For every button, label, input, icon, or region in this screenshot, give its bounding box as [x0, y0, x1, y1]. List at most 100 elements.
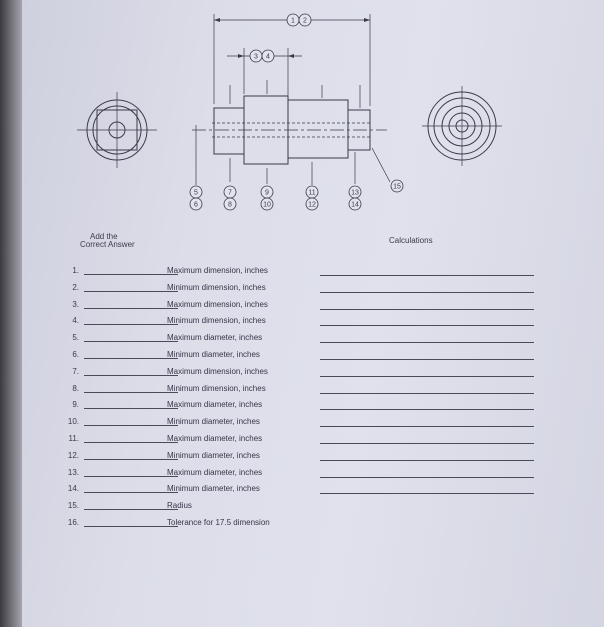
- question-label: Maximum dimension, inches: [167, 266, 268, 275]
- question-row: 9. Maximum diameter, inches: [22, 399, 604, 416]
- calculations-header: Calculations: [389, 236, 433, 245]
- answer-column-header-line1: Add the: [90, 232, 118, 241]
- calculation-blank[interactable]: [320, 493, 534, 495]
- question-number: 3.: [72, 299, 79, 309]
- shaft-front-view: [192, 14, 391, 185]
- question-label: Maximum diameter, inches: [167, 400, 263, 410]
- callout-balloon: 3: [249, 49, 263, 63]
- callout-number: 9: [265, 190, 269, 197]
- callout-number: 8: [228, 202, 232, 209]
- callout-number: 15: [393, 184, 401, 191]
- callout-number: 4: [266, 54, 270, 61]
- answer-blank[interactable]: [84, 324, 178, 326]
- answer-blank[interactable]: [84, 358, 178, 359]
- calculation-blank[interactable]: [320, 291, 534, 293]
- answer-blank[interactable]: [84, 442, 178, 443]
- question-row: 2. Minimum dimension, inches: [22, 282, 604, 299]
- answer-blank[interactable]: [84, 492, 178, 494]
- question-row: 11.Maximum diameter, inches: [22, 433, 604, 450]
- question-number: 7.: [72, 366, 79, 376]
- answer-blank[interactable]: [84, 509, 178, 511]
- question-label: Minimum diameter, inches: [167, 417, 260, 427]
- answer-blank[interactable]: [84, 526, 178, 527]
- answer-blank[interactable]: [84, 274, 178, 275]
- callout-number: 7: [228, 190, 232, 197]
- question-number: 4.: [72, 316, 79, 326]
- question-label: Maximum diameter, inches: [167, 467, 263, 477]
- calculation-blank[interactable]: [320, 359, 534, 360]
- calculation-blank[interactable]: [320, 426, 534, 428]
- calculation-blank[interactable]: [320, 342, 534, 344]
- question-label: Minimum diameter, inches: [167, 450, 260, 460]
- answer-blank[interactable]: [84, 290, 178, 292]
- question-row: 12.Minimum diameter, inches: [22, 450, 604, 467]
- callout-balloon: 5: [189, 185, 203, 199]
- calculation-blank[interactable]: [320, 459, 534, 461]
- question-row: 5. Maximum diameter, inches: [22, 332, 604, 349]
- question-label: Maximum dimension, inches: [167, 366, 268, 376]
- answer-blank[interactable]: [84, 307, 178, 309]
- question-row: 14.Minimum diameter, inches: [22, 483, 604, 500]
- question-row: 16.Tolerance for 17.5 dimension: [22, 517, 604, 534]
- left-end-view: [77, 92, 157, 168]
- callout-balloon: 2: [298, 13, 312, 27]
- question-label: Minimum diameter, inches: [167, 350, 260, 359]
- callout-balloon: 6: [189, 197, 203, 211]
- question-row: 1. Maximum dimension, inches: [22, 265, 604, 282]
- calculation-blank[interactable]: [320, 325, 534, 327]
- question-label: Tolerance for 17.5 dimension: [167, 518, 270, 527]
- callout-balloon: 10: [260, 197, 274, 211]
- question-number: 1.: [72, 266, 79, 275]
- question-row: 8. Minimum dimension, inches: [22, 383, 604, 400]
- question-row: 6. Minimum diameter, inches: [22, 349, 604, 366]
- calculation-blank[interactable]: [320, 375, 534, 377]
- answer-blank[interactable]: [84, 475, 178, 477]
- calculation-blank[interactable]: [320, 443, 534, 444]
- callout-number: 1: [291, 18, 295, 25]
- question-label: Radius: [167, 501, 192, 511]
- question-number: 15.: [67, 501, 79, 511]
- question-row: 10. Minimum diameter, inches: [22, 416, 604, 433]
- callout-number: 13: [351, 190, 359, 197]
- callout-number: 12: [308, 202, 316, 209]
- question-row: 13.Maximum diameter, inches: [22, 467, 604, 484]
- question-number: 6.: [72, 350, 79, 359]
- callout-number: 5: [194, 190, 198, 197]
- question-label: Minimum dimension, inches: [167, 316, 266, 326]
- callout-number: 2: [303, 18, 307, 25]
- callout-balloon: 9: [260, 185, 274, 199]
- callout-number: 3: [254, 54, 258, 61]
- answer-blank[interactable]: [84, 425, 178, 427]
- calculation-blank[interactable]: [320, 275, 534, 276]
- answer-blank[interactable]: [84, 408, 178, 410]
- answer-blank[interactable]: [84, 374, 178, 376]
- answer-blank[interactable]: [84, 458, 178, 460]
- callout-balloon: 4: [261, 49, 275, 63]
- calculation-blank[interactable]: [320, 476, 534, 478]
- calculation-blank[interactable]: [320, 392, 534, 394]
- callout-balloon: 14: [348, 197, 362, 211]
- question-row: 7. Maximum dimension, inches: [22, 366, 604, 383]
- question-row: 3.Maximum dimension, inches: [22, 299, 604, 316]
- question-number: 9.: [72, 400, 79, 410]
- question-row: 15. Radius: [22, 500, 604, 517]
- callout-number: 14: [351, 202, 359, 209]
- calculation-blank[interactable]: [320, 308, 534, 310]
- right-end-view: [422, 86, 502, 166]
- question-number: 5.: [72, 333, 79, 343]
- callout-balloon: 15: [390, 179, 404, 193]
- answer-column-header-line2: Correct Answer: [80, 240, 135, 249]
- question-number: 2.: [72, 282, 79, 292]
- question-number: 8.: [72, 383, 79, 393]
- calculation-blank[interactable]: [320, 409, 534, 411]
- question-label: Maximum diameter, inches: [167, 333, 263, 343]
- question-label: Minimum dimension, inches: [167, 383, 266, 393]
- question-label: Minimum dimension, inches: [167, 282, 266, 292]
- callout-number: 10: [263, 202, 271, 209]
- answer-blank[interactable]: [84, 341, 178, 343]
- answer-blank[interactable]: [84, 391, 178, 393]
- question-number: 10.: [67, 417, 79, 427]
- callout-balloon: 12: [305, 197, 319, 211]
